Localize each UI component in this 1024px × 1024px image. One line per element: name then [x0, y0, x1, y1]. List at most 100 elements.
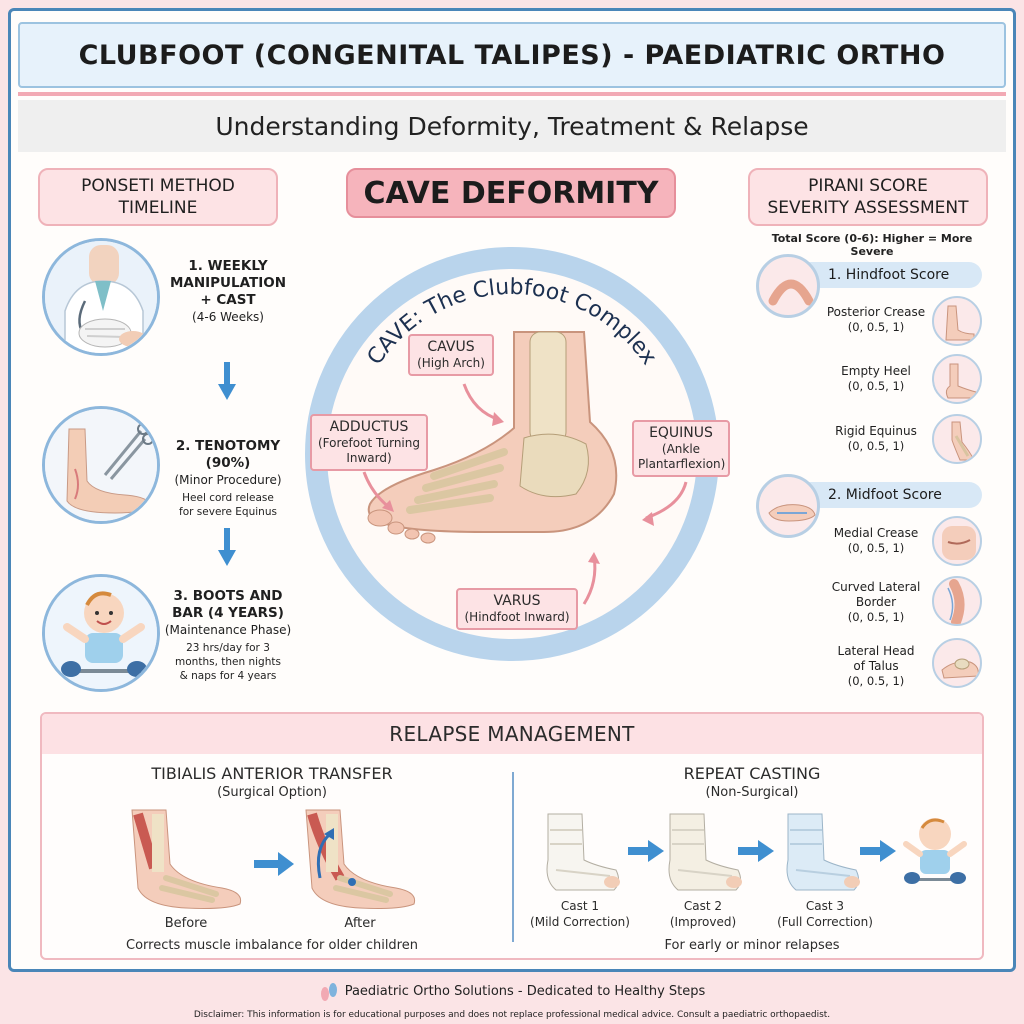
pirani-lateral-head-talus: Lateral Head of Talus (0, 0.5, 1) [816, 644, 936, 689]
cast-3-caption: Cast 3 (Full Correction) [770, 898, 880, 930]
arrow-right-icon [738, 840, 774, 862]
step-3-heading-2: BAR (4 YEARS) [172, 605, 284, 621]
cavus-desc: (High Arch) [417, 356, 485, 370]
adductus-desc-2: Inward) [346, 451, 392, 465]
midfoot-score-label: 2. Midfoot Score [828, 487, 942, 503]
baby-boots-bar-icon [903, 818, 967, 884]
cave-label-varus: VARUS (Hindfoot Inward) [456, 588, 578, 630]
step-2-detail-2: for severe Equinus [179, 506, 277, 518]
pirani-empty-heel: Empty Heel (0, 0.5, 1) [816, 364, 936, 394]
empty-heel-scale: (0, 0.5, 1) [847, 379, 905, 393]
cast-3-icon [786, 813, 860, 891]
pirani-title-line1: PIRANI SCORE [808, 176, 928, 196]
after-label: After [344, 916, 376, 931]
step-1-duration: (4-6 Weeks) [192, 310, 264, 324]
step-2-detail-1: Heel cord release [182, 492, 274, 504]
repeat-casting-sub: (Non-Surgical) [705, 785, 799, 800]
empty-heel-label: Empty Heel [841, 364, 911, 378]
footer-disclaimer: Disclaimer: This information is for educ… [193, 1010, 831, 1020]
curved-lateral-border-icon [932, 576, 982, 626]
cast-2-desc: (Improved) [669, 915, 737, 929]
tibialis-section-title: TIBIALIS ANTERIOR TRANSFER (Surgical Opt… [82, 764, 462, 800]
cave-label-cavus: CAVUS (High Arch) [408, 334, 494, 376]
subtitle-bar: Understanding Deformity, Treatment & Rel… [18, 100, 1006, 152]
ponseti-title-line1: PONSETI METHOD [81, 176, 235, 196]
step-3-detail-3: & naps for 4 years [179, 670, 277, 682]
ponseti-title-box: PONSETI METHOD TIMELINE [38, 168, 278, 226]
cast-1-icon [546, 813, 620, 891]
step-2-heading-2: (90%) [205, 455, 251, 471]
tibialis-title: TIBIALIS ANTERIOR TRANSFER [151, 764, 393, 783]
step-3-detail-2: months, then nights [175, 656, 281, 668]
relapse-title: RELAPSE MANAGEMENT [389, 722, 635, 746]
before-foot-illustration [131, 809, 242, 909]
equinus-desc-2: Plantarflexion) [638, 457, 726, 471]
posterior-crease-label: Posterior Crease [826, 305, 926, 319]
step-2-heading: 2. TENOTOMY [175, 438, 281, 454]
varus-label: VARUS [493, 593, 541, 609]
tibialis-sub: (Surgical Option) [217, 785, 327, 800]
cavus-label: CAVUS [427, 339, 475, 355]
repeat-casting-title: REPEAT CASTING [683, 764, 821, 783]
medial-crease-icon [932, 516, 982, 566]
arrow-down-icon [218, 528, 236, 566]
footer: Paediatric Ortho Solutions - Dedicated t… [0, 980, 1024, 1020]
footer-brand-text: Paediatric Ortho Solutions - Dedicated t… [344, 983, 706, 999]
pirani-total-note: Total Score (0-6): Higher = More Severe [771, 232, 973, 258]
adductus-desc-1: (Forefoot Turning [318, 436, 420, 450]
tibialis-caption: Corrects muscle imbalance for older chil… [126, 938, 418, 953]
cast-1-desc: (Mild Correction) [530, 915, 630, 929]
title-bar: CLUBFOOT (CONGENITAL TALIPES) - PAEDIATR… [18, 22, 1006, 88]
equinus-label: EQUINUS [649, 425, 713, 441]
relapse-divider [512, 772, 514, 942]
lateral-head-scale: (0, 0.5, 1) [847, 674, 905, 688]
step-1-heading: 1. WEEKLY [188, 258, 268, 274]
cast-2-name: Cast 2 [683, 899, 723, 913]
pirani-title-box: PIRANI SCORE SEVERITY ASSESSMENT [748, 168, 988, 226]
ponseti-step-3: 3. BOOTS AND BAR (4 YEARS) (Maintenance … [162, 588, 294, 683]
cave-title-box: CAVE DEFORMITY [346, 168, 676, 218]
medial-crease-scale: (0, 0.5, 1) [847, 541, 905, 555]
step-3-phase: (Maintenance Phase) [164, 623, 292, 637]
curved-lateral-label: Curved Lateral [831, 580, 921, 594]
arrow-right-icon [628, 840, 664, 862]
lateral-head-talus-icon [932, 638, 982, 688]
hindfoot-score-label: 1. Hindfoot Score [828, 267, 950, 283]
tenotomy-scissors-icon [42, 406, 160, 524]
repeat-casting-section-title: REPEAT CASTING (Non-Surgical) [562, 764, 942, 800]
arrow-right-icon [254, 852, 294, 876]
footer-brand: Paediatric Ortho Solutions - Dedicated t… [319, 980, 706, 1002]
cast-2-caption: Cast 2 (Improved) [656, 898, 750, 930]
posterior-crease-scale: (0, 0.5, 1) [847, 320, 905, 334]
step-1-heading-2: MANIPULATION [169, 275, 287, 291]
relapse-panel: RELAPSE MANAGEMENT TIBIALIS ANTERIOR TRA… [40, 712, 984, 960]
step-3-detail-1: 23 hrs/day for 3 [186, 642, 270, 654]
empty-heel-icon [932, 354, 982, 404]
cast-1-name: Cast 1 [560, 899, 600, 913]
baby-boots-bar-icon [42, 574, 160, 692]
rigid-equinus-label: Rigid Equinus [835, 424, 917, 438]
doctor-casting-icon [42, 238, 160, 356]
step-3-heading: 3. BOOTS AND [173, 588, 283, 604]
ponseti-title-line2: TIMELINE [118, 198, 198, 218]
cast-3-desc: (Full Correction) [777, 915, 873, 929]
footprint-logo-icon [320, 983, 337, 1001]
before-label: Before [164, 916, 208, 931]
adductus-label: ADDUCTUS [329, 419, 409, 435]
varus-desc: (Hindfoot Inward) [464, 610, 570, 624]
curved-lateral-scale: (0, 0.5, 1) [847, 610, 905, 624]
hindfoot-crease-icon [756, 254, 820, 318]
posterior-crease-icon [932, 296, 982, 346]
repeat-casting-caption: For early or minor relapses [664, 938, 840, 953]
step-2-type: (Minor Procedure) [174, 473, 282, 487]
pirani-curved-lateral-border: Curved Lateral Border (0, 0.5, 1) [816, 580, 936, 625]
cave-title: CAVE DEFORMITY [363, 175, 659, 211]
curved-lateral-label-2: Border [855, 595, 897, 609]
arrow-down-icon [218, 362, 236, 400]
cave-label-equinus: EQUINUS (Ankle Plantarflexion) [632, 420, 730, 477]
equinus-desc-1: (Ankle [661, 442, 701, 456]
arrow-right-icon [860, 840, 896, 862]
title-divider [18, 92, 1006, 96]
page-title: CLUBFOOT (CONGENITAL TALIPES) - PAEDIATR… [78, 39, 946, 71]
cast-1-caption: Cast 1 (Mild Correction) [528, 898, 632, 930]
